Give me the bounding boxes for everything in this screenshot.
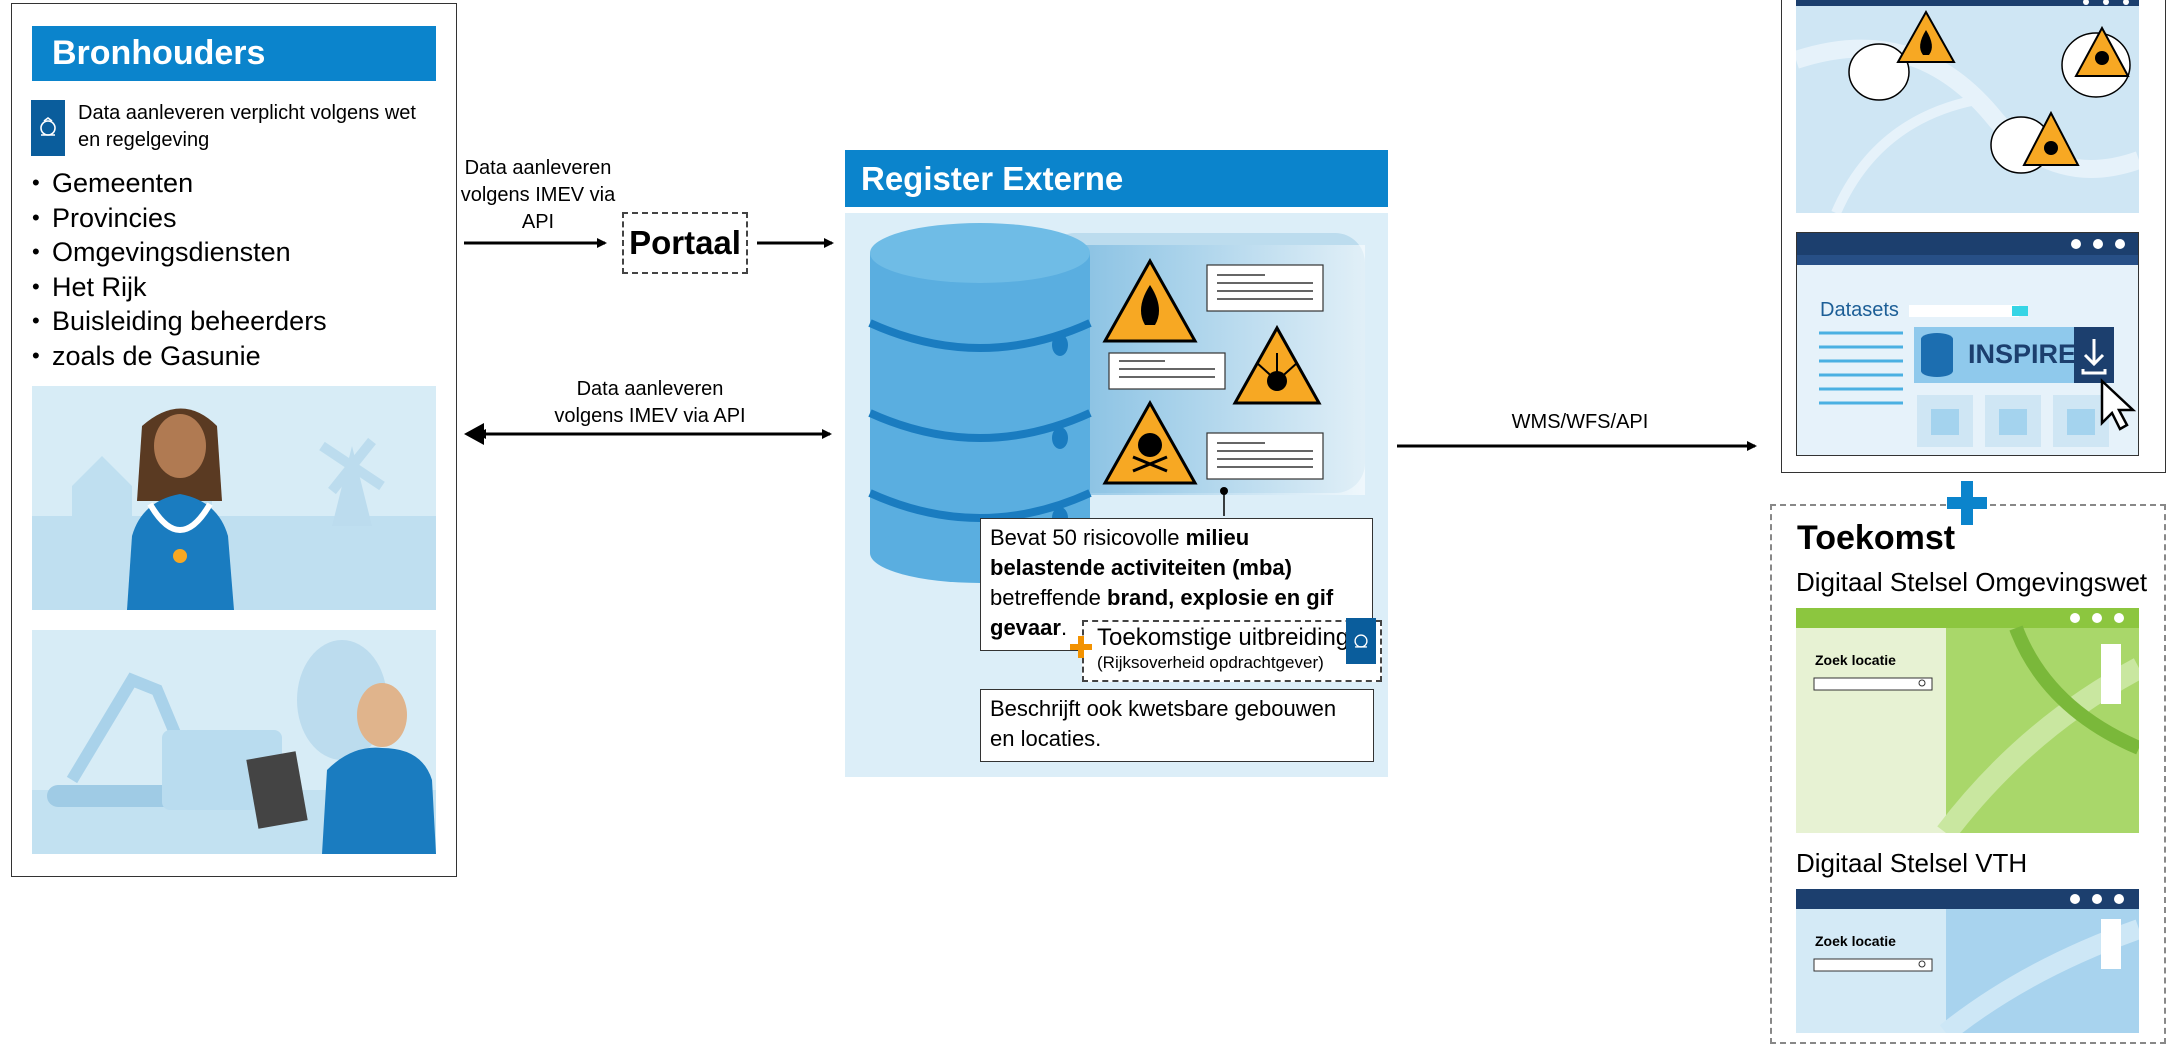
bronhouders-note: Data aanleveren verplicht volgens wet en… (78, 102, 416, 151)
register-note-kwetsbaar: Beschrijft ook kwetsbare gebouwen en loc… (980, 689, 1374, 762)
download-icon (2081, 339, 2107, 375)
future-extension-sub: (Rijksoverheid opdrachtgever) (1097, 653, 1324, 672)
portal-flow-label: Data aanleveren volgens IMEV via API (460, 157, 616, 233)
note-bold-gevaar: brand, explosie en gif gevaar (990, 585, 1334, 640)
worker-illustration (32, 630, 436, 854)
bronhouders-title: Bronhouders (32, 26, 436, 81)
dso-screen (1796, 608, 2139, 833)
cursor-icon (2100, 378, 2137, 431)
dso-title: Digitaal Stelsel Omgevingswet (1796, 567, 2148, 597)
vth-title: Digitaal Stelsel VTH (1796, 848, 2028, 878)
list-item: Het Rijk (32, 270, 327, 305)
note-text: . (1060, 615, 1068, 640)
future-extension-box (1082, 620, 1382, 682)
rijksoverheid-logo-icon (31, 100, 65, 156)
note-text: betreffende (990, 585, 1108, 610)
note-text: Bevat 50 risicovolle (990, 525, 1186, 550)
bronhouders-list: Gemeenten Provincies Omgevingsdiensten H… (32, 166, 327, 373)
blue-plus-icon (1947, 481, 1987, 525)
toekomst-title: Toekomst (1797, 519, 1956, 557)
toxic-hazard-icon (1102, 399, 1198, 485)
rijksoverheid-logo-icon (1346, 618, 1376, 664)
vth-screen (1796, 889, 2139, 1033)
right-top-frame (1781, 0, 2166, 473)
inspire-label[interactable]: INSPIRE (1968, 339, 2077, 369)
register-panel (845, 213, 1388, 777)
list-item: Buisleiding beheerders (32, 304, 327, 339)
portaal-box[interactable]: Portaal (622, 212, 748, 274)
explosion-hazard-icon (1232, 324, 1322, 405)
mayor-illustration (32, 386, 436, 610)
orange-plus-icon (1070, 636, 1092, 658)
vth-search-input[interactable] (1814, 958, 1932, 970)
note-bold-mba: milieu belastende activiteiten (mba) (990, 525, 1292, 580)
arrow-left-tip (464, 423, 484, 445)
list-item: Provincies (32, 201, 327, 236)
register-title: Register Externe Veiligheidsrisico’s (845, 150, 1388, 254)
future-extension-label: Toekomstige uitbreiding (1097, 624, 1350, 651)
output-flow-label: WMS/WFS/API (1511, 411, 1649, 433)
datasets-screen (1796, 232, 2139, 456)
register-note: Bevat 50 risicovolle milieu belastende a… (980, 518, 1373, 651)
dso-search-input[interactable] (1814, 677, 1932, 689)
list-item-continued: zoals de Gasunie (32, 339, 327, 374)
dso-search-label: Zoek locatie (1815, 652, 1896, 668)
hazard-map-screen (1796, 0, 2139, 213)
list-item: Gemeenten (32, 166, 327, 201)
list-item: Omgevingsdiensten (32, 235, 327, 270)
fire-hazard-icon (1102, 257, 1198, 343)
api-flow-label: Data aanleveren volgens IMEV via API (554, 378, 746, 427)
vth-search-label: Zoek locatie (1815, 933, 1896, 949)
datasets-label: Datasets (1820, 299, 1899, 321)
